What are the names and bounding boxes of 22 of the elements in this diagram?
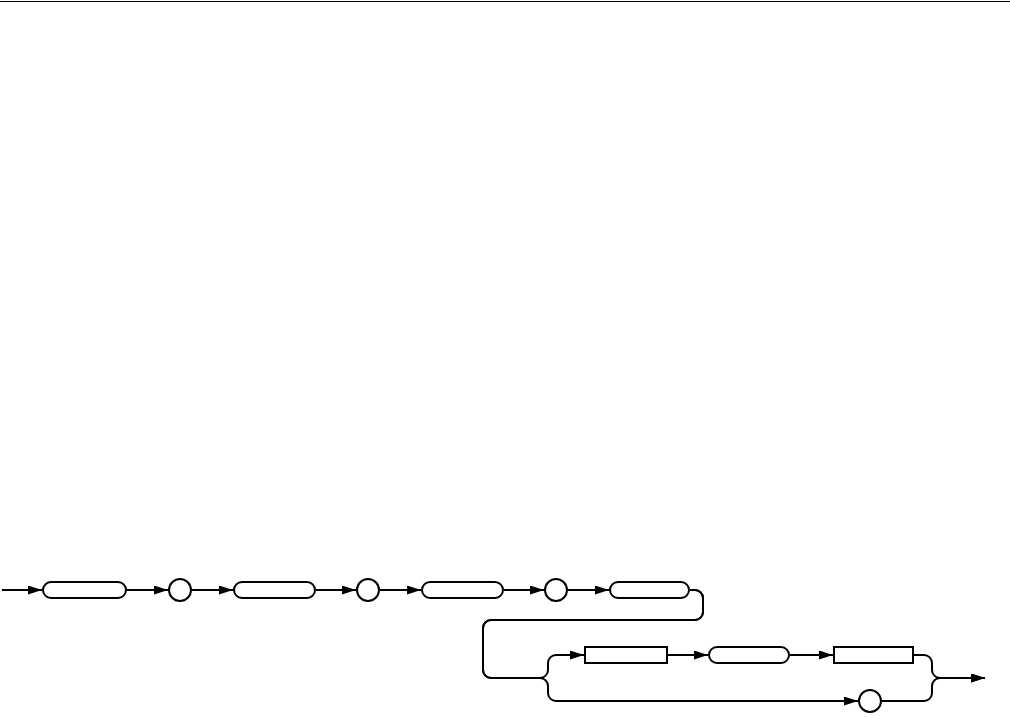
arrow	[191, 585, 234, 595]
arrow	[567, 585, 610, 595]
arrow	[126, 585, 169, 595]
rounded-box	[708, 646, 790, 664]
arrow	[315, 585, 357, 595]
arrow	[379, 585, 422, 595]
rounded-box	[609, 581, 690, 599]
arrow	[667, 650, 709, 660]
rounded-box	[42, 581, 127, 599]
circle-node	[544, 578, 568, 602]
rectangle-box	[833, 646, 914, 664]
circle-node	[356, 578, 380, 602]
arrow	[503, 585, 545, 595]
arrow	[482, 589, 859, 706]
arrow	[1, 585, 43, 595]
rounded-box	[421, 581, 504, 599]
circle-node	[858, 689, 882, 713]
circle-node	[168, 578, 192, 602]
arrow	[881, 673, 986, 702]
rectangle-box	[584, 646, 668, 664]
arrow	[789, 650, 834, 660]
rounded-box	[233, 581, 316, 599]
